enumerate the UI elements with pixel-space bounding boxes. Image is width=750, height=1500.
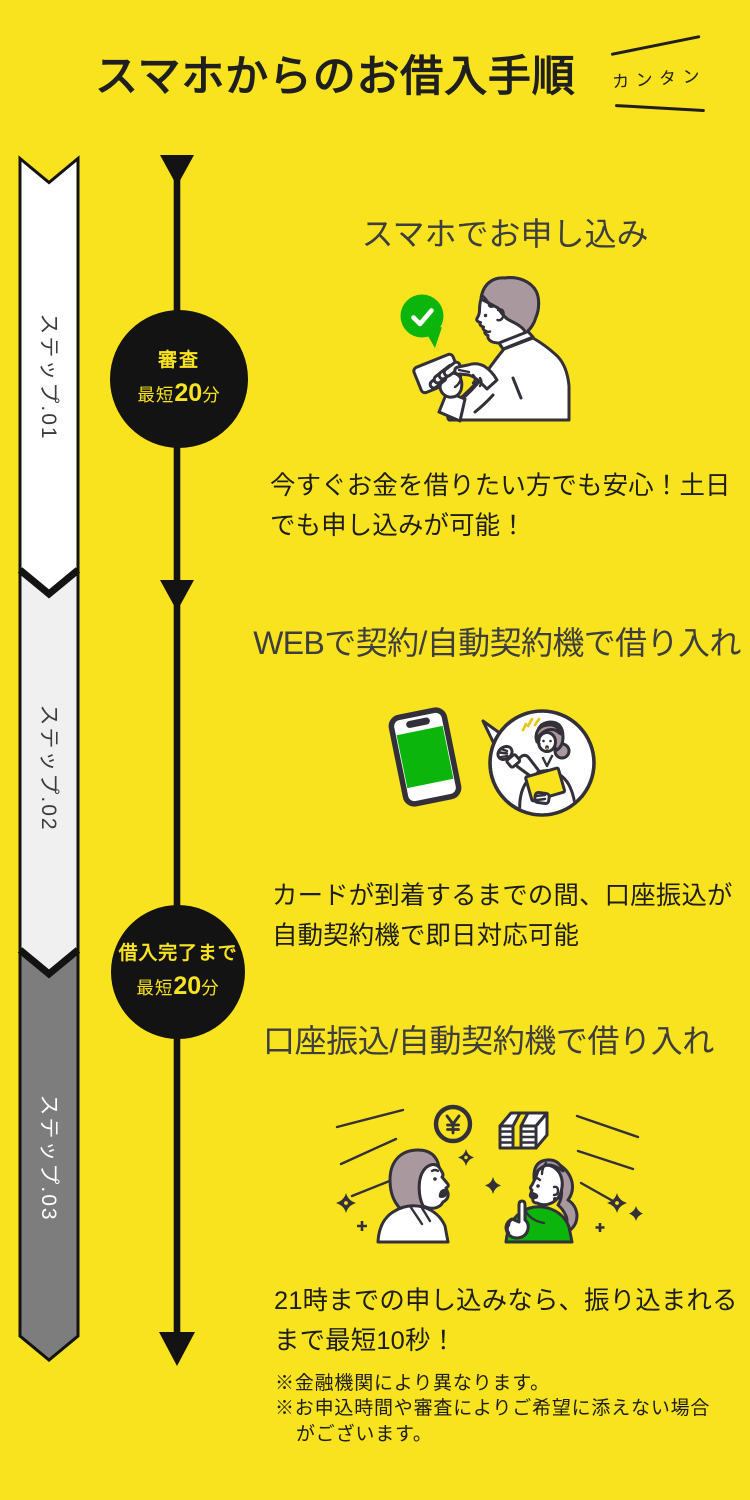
yen-coin-icon (433, 1104, 473, 1144)
badge-prefix: 最短 (137, 384, 175, 405)
arrow-down-icon-middle (160, 580, 194, 611)
step-2-heading: WEBで契約/自動契約機で借り入れ (253, 625, 741, 661)
ribbon-divider-1 (17, 567, 81, 599)
step-3-heading: 口座振込/自動契約機で借り入れ (263, 1023, 714, 1059)
banknotes-icon (498, 1111, 549, 1150)
step-1-heading: スマホでお申し込み (361, 216, 649, 252)
body-line: カードが到着するまでの間、口座振込が (272, 882, 733, 910)
screening-time-badge: 審査 最短20分 (110, 310, 248, 448)
happy-man (376, 1148, 450, 1244)
badge-line2: 最短20分 (136, 971, 219, 1003)
step-3-notes: ※金融機関により異なります。 ※お申込時間や審査によりご希望に添えない場合 がご… (275, 1371, 710, 1447)
kantan-top-line (610, 35, 701, 57)
timeline-line (173, 158, 181, 1334)
body-line: 自動契約機で即日対応可能 (272, 921, 580, 950)
operator-bubble (481, 709, 596, 817)
note-line: がございます。 (296, 1423, 433, 1445)
badge-line1: 審査 (157, 349, 200, 371)
man-with-phone (412, 276, 571, 423)
kantan-label: カンタン (611, 66, 707, 92)
ribbon-step-1-label: ステップ.01 (37, 313, 60, 441)
sparkle-icons (336, 1149, 643, 1232)
man-applying-on-smartphone-illustration (400, 276, 571, 423)
body-line: でも申し込みが可能！ (270, 511, 526, 540)
people-with-money-illustration (335, 1104, 643, 1244)
badge-line2: 最短20分 (137, 378, 220, 410)
badge-number: 20 (173, 971, 202, 1000)
body-line: まで最短10秒！ (274, 1326, 457, 1355)
step-3-body: 21時までの申し込みなら、振り込まれる まで最短10秒！ (274, 1282, 738, 1361)
smartphone-and-operator-illustration (388, 707, 596, 817)
arrow-down-icon-top (160, 155, 194, 186)
page-title: スマホからのお借入手順 (95, 53, 576, 101)
badge-prefix: 最短 (136, 977, 174, 998)
note-line: ※お申込時間や審査によりご希望に添えない場合 (275, 1398, 711, 1420)
badge-line1: 借入完了まで (118, 942, 238, 964)
ribbon-step-2-label: ステップ.02 (37, 704, 60, 832)
ribbon-divider-2 (17, 947, 81, 979)
happy-woman (504, 1158, 579, 1244)
body-line: 21時までの申し込みなら、振り込まれる (274, 1287, 738, 1315)
operator-woman (496, 717, 577, 814)
radiating-lines-right (575, 1114, 640, 1207)
smartphone-icon (388, 707, 462, 807)
badge-suffix: 分 (202, 384, 221, 405)
body-line: 今すぐお金を借りたい方でも安心！土日 (270, 472, 731, 500)
badge-number: 20 (174, 378, 203, 407)
badge-suffix: 分 (201, 977, 220, 998)
completion-time-badge: 借入完了まで 最短20分 (111, 905, 245, 1039)
kantan-bottom-line (614, 104, 705, 113)
note-line: ※金融機関により異なります。 (275, 1373, 550, 1394)
radiating-lines-left (335, 1108, 405, 1198)
step-1-body: 今すぐお金を借りたい方でも安心！土日 でも申し込みが可能！ (270, 467, 731, 546)
ribbon-step-3-label: ステップ.03 (37, 1094, 60, 1222)
step-2-body: カードが到着するまでの間、口座振込が 自動契約機で即日対応可能 (272, 877, 733, 956)
arrow-down-icon-bottom (159, 1332, 195, 1366)
step-ribbon-and-timeline (17, 155, 195, 1366)
check-bubble-icon (400, 294, 444, 348)
